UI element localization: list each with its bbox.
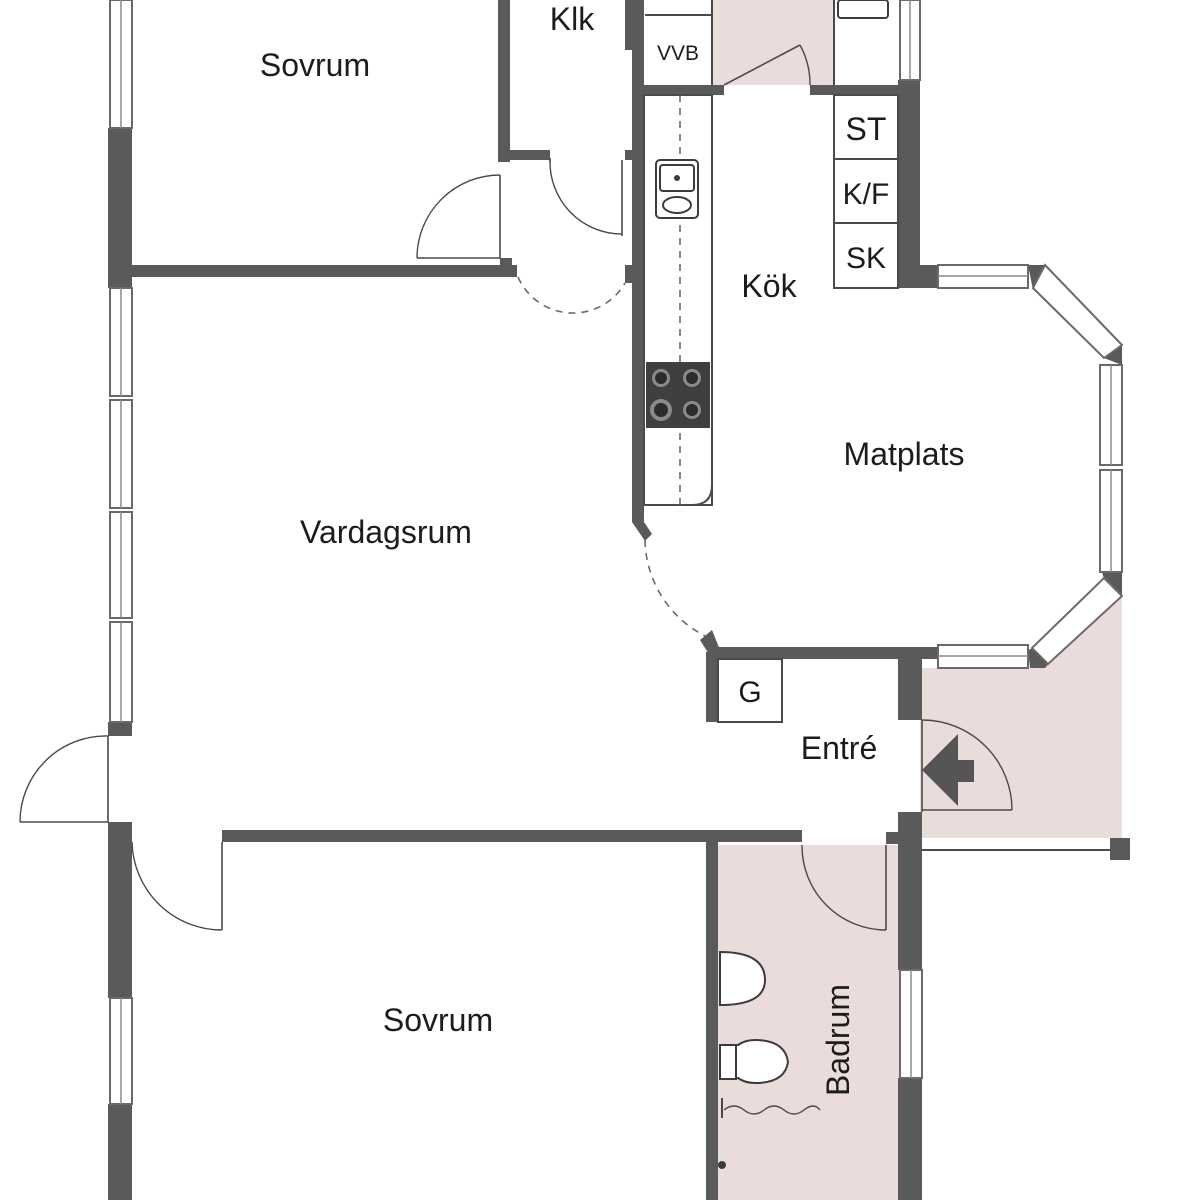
- wall-badrum-top-right: [886, 832, 922, 844]
- vvb-sink-icon: [837, 0, 889, 19]
- wall-entrance-right: [898, 650, 922, 720]
- doors: [19, 44, 1013, 931]
- wall-left-bottom: [108, 1104, 132, 1200]
- entrance-arrow-icon: [922, 734, 974, 806]
- wall-sovrum-vardagsrum: [132, 265, 517, 277]
- label-g: G: [738, 676, 761, 709]
- cabinet-sk: [833, 222, 899, 289]
- wall-post-small: [500, 258, 512, 276]
- wall-kitchen-top-b: [810, 85, 910, 95]
- label-matplats: Matplats: [844, 436, 965, 472]
- wall-matplats-bottom: [712, 647, 940, 659]
- wall-kitchen-end: [632, 522, 652, 541]
- wall-kitchen-top-a: [644, 85, 724, 95]
- entrance-porch: [920, 596, 1122, 838]
- label-vvb: VVB: [657, 42, 699, 65]
- wall-badrum-left: [706, 842, 718, 1200]
- label-sovrum-bottom: Sovrum: [383, 1002, 493, 1038]
- wall-right-kitchen: [898, 80, 920, 288]
- wall-klk-bottom: [510, 150, 550, 160]
- label-sk: SK: [846, 242, 886, 275]
- wall-kitchen-left: [632, 0, 644, 522]
- label-vardagsrum: Vardagsrum: [300, 514, 472, 550]
- toilet-icon: [721, 1038, 790, 1085]
- wall-left-lower: [108, 822, 132, 998]
- bathroom-fixtures: [718, 950, 821, 1169]
- closet-g: [717, 658, 783, 723]
- walls: [108, 0, 1130, 1200]
- label-st: ST: [846, 111, 887, 147]
- wall-klk-left: [498, 0, 510, 162]
- wall-g-left: [706, 652, 718, 722]
- wall-vardagsrum-sovrum: [222, 830, 802, 842]
- label-entre: Entré: [801, 730, 877, 766]
- label-klk: Klk: [550, 1, 595, 37]
- hall-bath-area: [712, 0, 834, 85]
- window-bay-5: [1030, 576, 1124, 666]
- label-kf: K/F: [843, 178, 890, 211]
- wall-right-kitchen-corner: [898, 265, 938, 288]
- wall-left-mid: [108, 722, 132, 736]
- kitchen-appliances: [646, 0, 889, 428]
- room-labels: Sovrum Klk VVB ST K/F SK Kök Matplats Va…: [260, 1, 965, 1096]
- kitchen-counter: [643, 94, 713, 506]
- porch-post: [1110, 838, 1130, 860]
- label-kok: Kök: [741, 268, 797, 304]
- wall-matplats-stub: [700, 630, 720, 659]
- label-sovrum-top: Sovrum: [260, 47, 370, 83]
- badrum-floor: [718, 845, 900, 1200]
- shower-curtain-icon: [723, 1105, 821, 1115]
- wall-badrum-right: [898, 844, 922, 970]
- label-badrum: Badrum: [820, 984, 856, 1096]
- wall-klk-right: [625, 0, 635, 50]
- wall-left-upper: [108, 128, 132, 288]
- wall-badrum-right-lower: [898, 1078, 922, 1200]
- windows: [109, 0, 1124, 1105]
- washbasin-icon: [719, 950, 767, 1007]
- window-bay-2: [1031, 263, 1124, 360]
- wall-klk-right-2: [625, 150, 635, 160]
